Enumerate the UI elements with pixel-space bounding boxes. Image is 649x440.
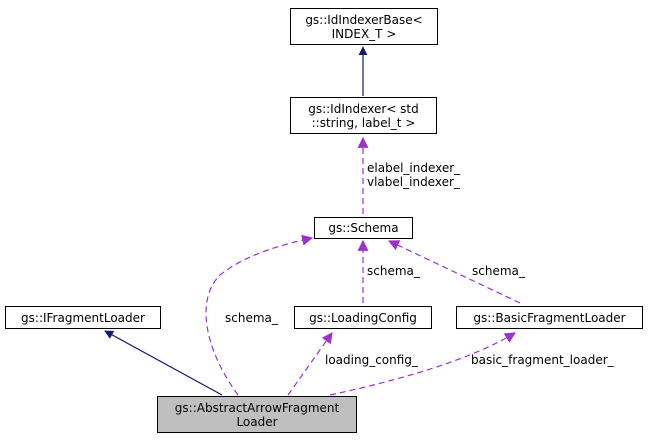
edge-label-text: schema_ [225,311,278,325]
node-label-line: ::string, label_t > [311,115,416,130]
edge-usage-basic-fragment-loader [329,332,516,396]
node-ifragment-loader[interactable]: gs::IFragmentLoader [5,306,161,329]
node-abstract-arrow-fragment-loader[interactable]: gs::AbstractArrowFragment Loader [157,396,357,433]
edge-label-schema-abstract-loader: schema_ [225,311,278,325]
node-label-line: gs::BasicFragmentLoader [473,310,626,325]
node-schema[interactable]: gs::Schema [314,217,413,239]
edge-label-line: elabel_indexer_ [367,161,461,175]
edge-usage-schema-abstract-loader [205,234,314,396]
edge-usage-schema-basic-loader [388,240,521,304]
node-label-line: gs::IdIndexerBase< [305,12,423,27]
edge-label-line: vlabel_indexer_ [367,175,460,189]
edge-label-text: schema_ [472,264,525,278]
node-label-line: INDEX_T > [331,26,397,41]
edge-label-text: schema_ [367,264,420,278]
edge-label-schema-basic-loader: schema_ [472,264,525,278]
node-label-line: gs::AbstractArrowFragment [174,400,340,415]
node-label-line: Loader [236,414,278,429]
node-label-line: gs::IdIndexer< std [308,101,419,116]
edge-label-text: loading_config_ [325,353,418,367]
node-id-indexer-base[interactable]: gs::IdIndexerBase< INDEX_T > [290,8,438,45]
node-label-line: gs::IFragmentLoader [21,310,145,325]
edge-label-loading-config: loading_config_ [325,353,418,367]
edge-label-schema-loading-config: schema_ [367,264,420,278]
edge-label-text: basic_fragment_loader_ [471,353,614,367]
edge-inherit-ifragment-loader [104,330,223,396]
node-id-indexer[interactable]: gs::IdIndexer< std ::string, label_t > [290,97,437,134]
edge-label-basic-fragment-loader: basic_fragment_loader_ [471,353,614,367]
edge-usage-loading-config [287,332,333,396]
node-label-line: gs::LoadingConfig [309,310,417,325]
node-basic-fragment-loader[interactable]: gs::BasicFragmentLoader [456,306,643,329]
node-loading-config[interactable]: gs::LoadingConfig [294,306,432,329]
node-label-line: gs::Schema [328,221,399,235]
edge-label-indexers: elabel_indexer_ vlabel_indexer_ [367,161,460,189]
